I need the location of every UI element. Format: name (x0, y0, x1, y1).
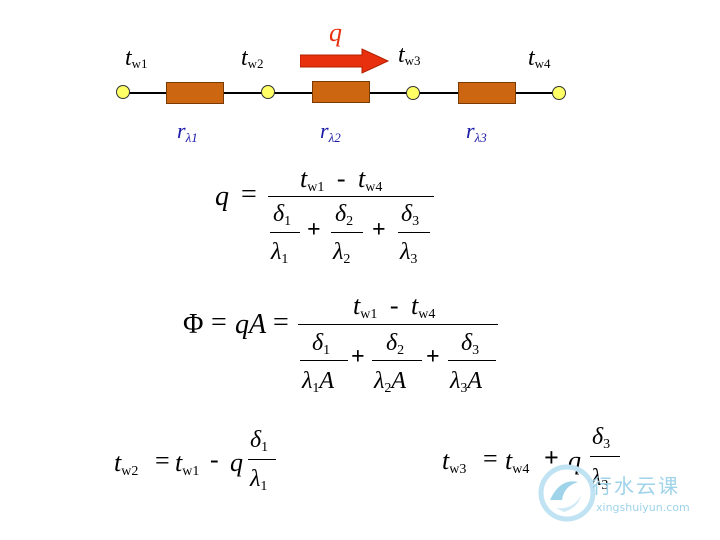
eq4-lhs: tw3 (442, 446, 467, 477)
flow-label: q (329, 18, 342, 47)
eq4-frac-den: λ3 (591, 465, 609, 493)
eq4-a: tw4 (505, 446, 530, 477)
eq2-equals-2: = (273, 307, 289, 338)
eq2-den1-bar (300, 360, 348, 361)
eq4-op: + (544, 443, 559, 472)
eq3-op: - (210, 445, 219, 474)
eq3-equals: = (155, 446, 170, 475)
watermark-url: xingshuiyun.com (596, 501, 690, 514)
eq3-frac-den: λ1 (250, 466, 268, 494)
eq2-den2-den: λ2A (374, 368, 407, 396)
resistor-label-1: rλ1 (177, 118, 198, 145)
eq1-lhs: q (215, 181, 229, 212)
node-label-tw2: tw2 (241, 45, 264, 71)
eq1-den1-den: λ1 (271, 239, 289, 267)
eq2-lhs: Φ (183, 309, 204, 340)
eq4-equals: = (483, 444, 498, 473)
watermark-logo: 行水云课 xingshuiyun.com (538, 462, 708, 528)
node-2 (261, 85, 275, 99)
eq1-equals: = (241, 179, 257, 210)
eq1-den1-num: δ1 (273, 201, 292, 229)
eq2-den2-bar (372, 360, 422, 361)
eq2-plus-2: + (426, 344, 440, 370)
eq1-den3-num: δ3 (401, 201, 420, 229)
eq2-numerator: tw1 - tw4 (353, 291, 436, 322)
node-label-tw3: tw3 (398, 42, 421, 68)
heat-flow-arrow-icon (300, 48, 390, 74)
eq1-den1-bar (270, 232, 300, 233)
eq1-plus-1: + (307, 217, 321, 243)
eq2-den3-den: λ3A (450, 368, 483, 396)
eq4-frac-bar (590, 456, 620, 457)
node-label-tw4: tw4 (528, 45, 551, 71)
resistor-1 (166, 82, 224, 104)
eq2-plus-1: + (351, 344, 365, 370)
eq4-frac-num: δ3 (592, 424, 611, 452)
eq3-frac-bar (248, 459, 276, 460)
eq2-equals-1: = (211, 307, 227, 338)
eq1-den2-den: λ2 (333, 239, 351, 267)
eq1-den3-den: λ3 (400, 239, 418, 267)
node-1 (116, 85, 130, 99)
eq3-frac-num: δ1 (250, 427, 269, 455)
eq3-lhs: tw2 (114, 448, 139, 479)
eq1-den2-num: δ2 (335, 201, 354, 229)
node-3 (406, 86, 420, 100)
eq1-numerator: tw1 - tw4 (300, 164, 383, 195)
eq2-den1-num: δ1 (312, 330, 331, 358)
node-label-tw1: tw1 (125, 45, 148, 71)
resistor-label-3: rλ3 (466, 118, 487, 145)
eq2-den2-num: δ2 (386, 330, 405, 358)
eq1-fraction-bar (268, 196, 434, 197)
eq1-den3-bar (398, 232, 430, 233)
eq3-q: q (230, 448, 243, 477)
eq2-fraction-bar (298, 324, 498, 325)
eq1-plus-2: + (372, 217, 386, 243)
eq2-den1-den: λ1A (302, 368, 335, 396)
resistor-3 (458, 82, 516, 104)
resistor-label-2: rλ2 (320, 118, 341, 145)
eq3-a: tw1 (175, 448, 200, 479)
eq2-den3-num: δ3 (461, 330, 480, 358)
node-4 (552, 86, 566, 100)
eq1-den2-bar (331, 232, 363, 233)
eq2-den3-bar (448, 360, 496, 361)
resistor-2 (312, 81, 370, 103)
eq2-mid: qA (235, 309, 267, 340)
swirl-logo-icon (538, 464, 596, 522)
watermark-brand: 行水云课 (592, 474, 680, 498)
